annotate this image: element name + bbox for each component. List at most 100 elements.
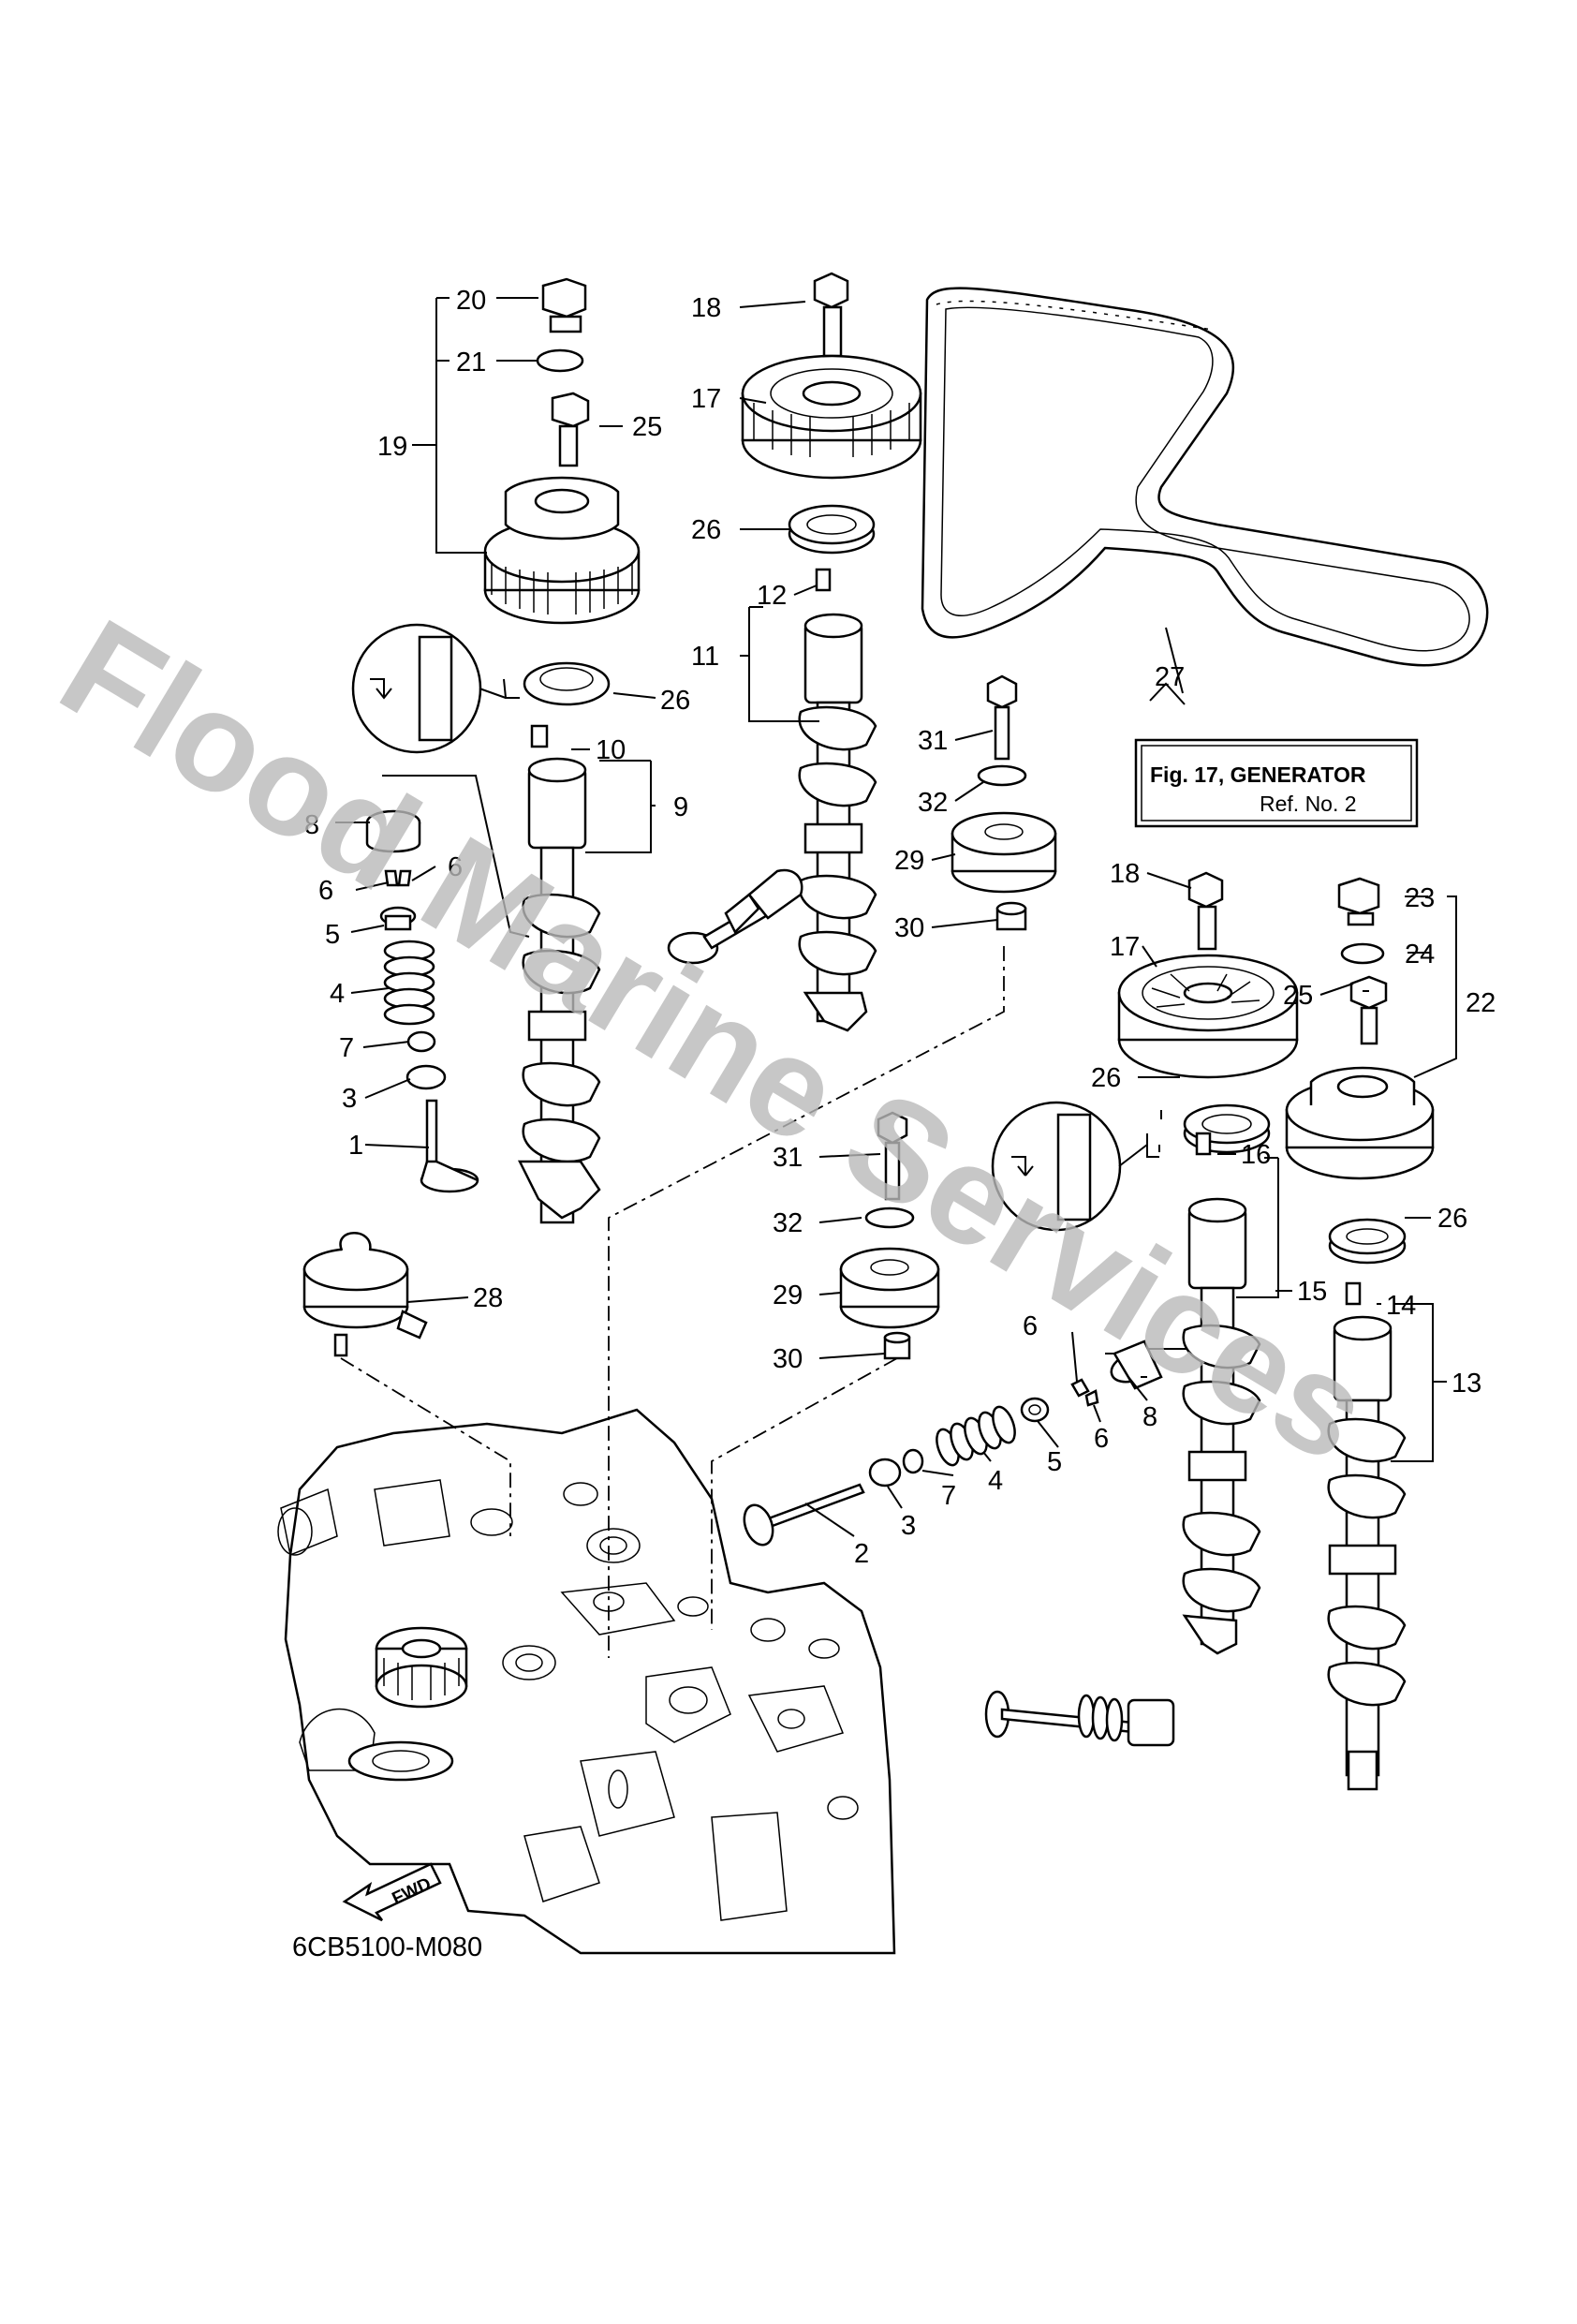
callout-28: 28 [473,1283,503,1313]
callout-1: 1 [348,1131,363,1161]
callout-6-left-a: 6 [318,876,333,906]
washer-21 [536,348,584,373]
detail-callout-left [351,623,520,754]
bolt-18-right [1187,871,1224,951]
cam-pulley-17-right [1117,954,1299,1079]
vct-pulley-19 [483,476,641,625]
valve-2 [743,1483,865,1547]
spring-seat-3-left [405,1064,447,1090]
fwd-arrow-icon: FWD [342,1862,442,1922]
tensioner-28 [302,1232,428,1357]
callout-22: 22 [1466,988,1496,1018]
valve-seal-7-lower [902,1448,924,1474]
callout-6-right-a: 6 [1023,1311,1038,1341]
collar-30-upper [995,901,1027,931]
callout-18-right: 18 [1110,859,1140,889]
spring-retainer-5-lower [1020,1397,1050,1423]
callout-26-left: 26 [660,686,690,716]
callout-18-top: 18 [691,293,721,323]
pin-12 [815,568,832,592]
callout-16: 16 [1241,1140,1271,1170]
callout-17-right: 17 [1110,932,1140,962]
callout-7-lower: 7 [941,1481,956,1511]
callout-6-left-b: 6 [448,852,463,882]
callout-31-upper: 31 [918,726,948,756]
timing-belt [921,287,1489,667]
oil-seal-26-left [523,661,611,706]
valve-lifter-8-right [1110,1340,1163,1390]
callout-15: 15 [1297,1277,1327,1307]
callout-8-right: 8 [1142,1402,1157,1432]
callout-30-upper: 30 [894,913,924,943]
callout-11: 11 [691,642,719,672]
callout-25-right: 25 [1283,981,1313,1011]
callout-26-far-right: 26 [1437,1204,1467,1234]
callout-19: 19 [377,432,407,462]
callout-12: 12 [757,581,787,611]
bolt-25-left [551,392,590,467]
callout-labels: 20 21 19 25 26 10 9 8 6 6 5 4 7 3 1 18 1… [304,286,1496,1569]
callout-29-upper: 29 [894,846,924,876]
detail-callout-right [991,1101,1159,1232]
callout-30-lower: 30 [773,1344,803,1374]
oil-seal-26-top [788,504,876,555]
callout-14: 14 [1386,1291,1416,1321]
callout-6-right-b: 6 [1094,1424,1109,1454]
callout-20: 20 [456,286,486,316]
callout-3-lower: 3 [901,1511,916,1541]
valve-seal-7-left [406,1030,436,1053]
ref-box-line1: Fig. 17, GENERATOR [1150,762,1366,787]
callout-5-lower: 5 [1047,1447,1062,1477]
ref-box-line2: Ref. No. 2 [1260,792,1357,816]
callout-26-mid-right: 26 [1091,1063,1121,1093]
idler-pulley-29-lower [839,1247,940,1329]
callout-4-left: 4 [330,979,345,1009]
callout-8-left: 8 [304,810,319,840]
collar-30-lower [883,1331,911,1360]
valve-keeper-6-right [1070,1378,1099,1407]
callout-17-top: 17 [691,384,721,414]
oil-seal-26-far-right [1328,1218,1407,1265]
valve-1 [420,1099,479,1193]
cylinder-head [277,1408,896,1955]
reference-box: Fig. 17, GENERATOR Ref. No. 2 [1134,738,1419,828]
washer-32-lower [864,1206,915,1229]
vct-pulley-22 [1285,1066,1435,1180]
idler-pulley-29-upper [951,811,1057,894]
valve-assembly-right [984,1690,1175,1747]
valve-keeper-6-left [384,869,412,887]
callout-10: 10 [596,735,626,765]
bolt-25-right [1349,975,1388,1045]
installation-lines [340,946,1005,1658]
cap-bolt-20 [541,277,587,333]
washer-24 [1340,942,1385,965]
cap-bolt-23 [1337,877,1380,926]
callout-23: 23 [1405,883,1435,913]
callout-2: 2 [854,1539,869,1569]
cam-pulley-17-top [741,354,922,480]
callout-25-left: 25 [632,412,662,442]
callout-27: 27 [1155,662,1185,692]
callout-32-upper: 32 [918,788,948,818]
callout-4-lower: 4 [988,1466,1003,1496]
bolt-31-upper [986,674,1018,761]
spring-seat-3-lower [868,1458,902,1488]
callout-7-left: 7 [339,1033,354,1063]
diagram-code: 6CB5100-M080 [292,1932,482,1962]
callout-13: 13 [1452,1369,1481,1399]
callout-21: 21 [456,348,486,377]
callout-3-left: 3 [342,1084,357,1114]
callout-5-left: 5 [325,920,340,950]
bolt-31-lower [877,1111,908,1201]
callout-26-top: 26 [691,515,721,545]
callout-32-lower: 32 [773,1208,803,1238]
valve-spring-4-left [383,940,435,1026]
leader-lines [335,297,1457,1537]
camshaft-13 [1327,1281,1407,1791]
bolt-18-top [813,272,849,358]
callout-29-lower: 29 [773,1280,803,1310]
camshaft-11 [798,613,877,1032]
callout-9: 9 [673,792,688,822]
callout-31-lower: 31 [773,1143,803,1173]
